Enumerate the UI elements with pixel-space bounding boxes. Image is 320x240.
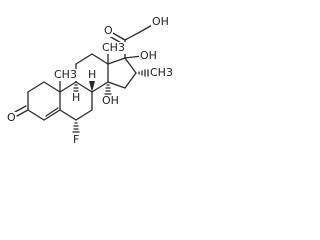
label-methyl-c10: CH3 — [54, 68, 77, 81]
bond-c3-o — [16, 109, 29, 117]
bond-c10-c1 — [43, 81, 61, 93]
molecular-structure: O OH OH CH3 CH3 CH3 H H OH O F — [6, 15, 175, 146]
bond-c4-c5-double — [45, 107, 59, 117]
label-o-c3: O — [7, 111, 16, 124]
bond-c12-c13 — [91, 53, 109, 65]
bond-c8-c9 — [75, 81, 93, 93]
wedge-c8-h — [89, 81, 95, 92]
bond-c3-o-double — [14, 105, 27, 113]
bond-c9-c10 — [59, 81, 77, 93]
bond-c3-c4 — [27, 109, 45, 121]
bond-c1-c2 — [27, 81, 45, 93]
label-methyl-c16: CH3 — [150, 66, 173, 79]
hash-c9-h — [73, 84, 79, 92]
bonds — [14, 23, 155, 133]
bond-c5-c6 — [59, 109, 77, 121]
label-methyl-c13: CH3 — [102, 41, 125, 54]
bond-c17-c16 — [124, 57, 137, 74]
bond-c15-c14 — [107, 81, 126, 89]
label-h-c8: H — [88, 68, 96, 81]
hash-c16-methyl — [138, 69, 149, 77]
bond-c6-c7 — [75, 109, 93, 121]
atom-labels: O OH OH CH3 CH3 CH3 H H OH O F — [6, 15, 175, 146]
label-f-c6: F — [73, 133, 79, 146]
bond-c13-c17 — [107, 57, 126, 65]
label-o-c20: O — [104, 24, 113, 37]
bond-c11-c12 — [75, 53, 93, 65]
bond-c14-c8 — [91, 81, 109, 93]
bond-c20-c21 — [124, 31, 141, 41]
label-oh-c17: OH — [140, 49, 157, 62]
bond-c16-c15 — [124, 72, 137, 89]
hash-c6-f — [72, 122, 80, 133]
label-oh-c21: OH — [152, 15, 169, 28]
bond-c20-o — [110, 31, 126, 41]
label-oh-c14: OH — [102, 94, 119, 107]
hash-c14-oh — [104, 84, 112, 95]
bond-c4-c5 — [43, 109, 61, 121]
label-h-c9: H — [72, 91, 80, 104]
